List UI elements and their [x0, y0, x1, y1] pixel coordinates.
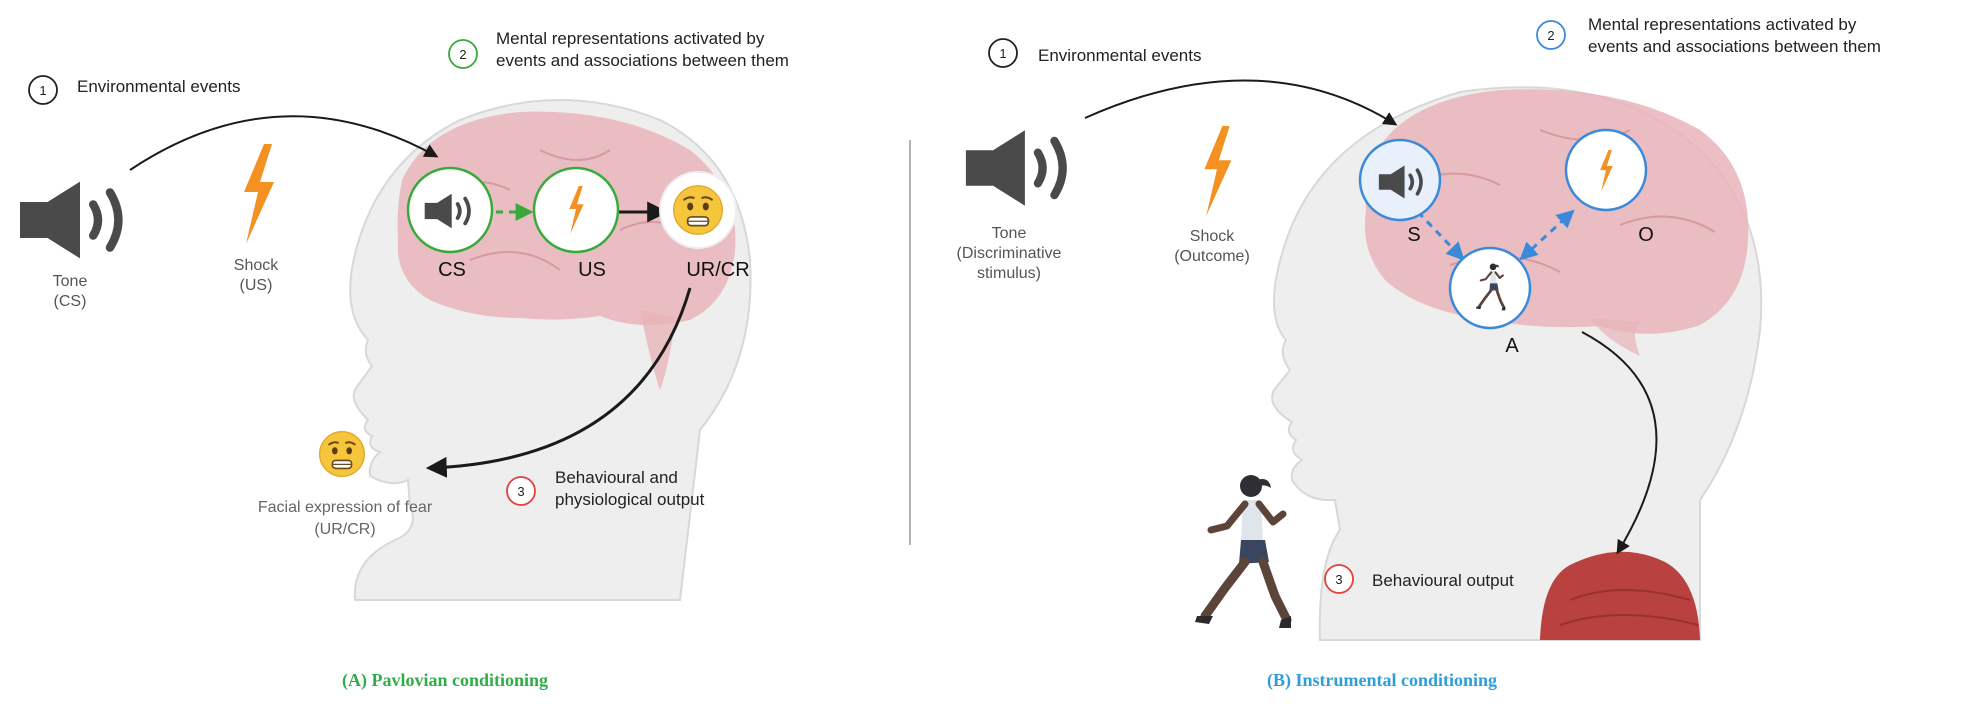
o-label: O — [1638, 224, 1654, 246]
tone-sublabel-2: stimulus) — [977, 265, 1041, 282]
step-1-label: Environmental events — [77, 77, 240, 96]
shock-label: Shock — [234, 257, 279, 274]
cerebellum — [1590, 318, 1640, 356]
step-3-number: 3 — [517, 484, 524, 499]
step-1-label: Environmental events — [1038, 46, 1201, 65]
step-2-number: 2 — [1547, 28, 1554, 43]
arrow-brain-to-face — [425, 287, 692, 478]
step-3-label-line2: physiological output — [555, 490, 705, 509]
tone-sublabel: (CS) — [54, 293, 87, 310]
tone-sublabel-1: (Discriminative — [957, 245, 1062, 262]
arrow-environment-to-brain — [1084, 79, 1398, 126]
step-3-number: 3 — [1335, 572, 1342, 587]
caption-instrumental: (B) Instrumental conditioning — [1267, 670, 1497, 691]
step-3-marker — [1324, 564, 1354, 594]
arrow-environment-to-brain — [129, 115, 439, 171]
panel-b: 1 Environmental events 2 Mental represen… — [957, 15, 1881, 691]
step-2-label-line1: Mental representations activated by — [1588, 15, 1857, 34]
speaker-icon — [20, 182, 118, 259]
step-3-label-line1: Behavioural and — [555, 468, 678, 487]
us-label: US — [578, 259, 606, 281]
lightning-bolt-icon — [1204, 126, 1232, 216]
shock-sublabel: (US) — [240, 277, 273, 294]
step-1-number: 1 — [999, 46, 1006, 61]
speaker-icon — [966, 130, 1063, 206]
runner-icon — [1195, 475, 1291, 628]
fearful-face-icon — [672, 184, 724, 236]
a-label: A — [1505, 335, 1519, 357]
step-1-marker — [988, 38, 1018, 68]
arrow-a-o-bidirectional — [1519, 209, 1575, 261]
arrow-s-to-a — [1416, 210, 1465, 261]
panel-a: 1 Environmental events 2 Mental represen… — [20, 29, 789, 691]
lightning-bolt-icon — [244, 144, 274, 244]
step-2-label-line2: events and associations between them — [496, 51, 789, 70]
urcr-label: UR/CR — [686, 259, 749, 281]
tone-label: Tone — [992, 225, 1027, 242]
step-2-marker — [1536, 20, 1566, 50]
step-3-label: Behavioural output — [1372, 571, 1514, 590]
muscle-fibres — [1559, 589, 1699, 626]
shock-label: Shock — [1190, 228, 1235, 245]
face-sublabel: (UR/CR) — [314, 521, 375, 538]
step-3-marker — [506, 476, 536, 506]
shock-sublabel: (Outcome) — [1174, 248, 1250, 265]
face-label: Facial expression of fear — [258, 499, 433, 516]
arrow-brain-to-muscle — [1581, 331, 1658, 555]
caption-pavlovian: (A) Pavlovian conditioning — [342, 670, 548, 691]
step-2-label-line1: Mental representations activated by — [496, 29, 765, 48]
tone-label: Tone — [53, 273, 88, 290]
step-2-label-line2: events and associations between them — [1588, 37, 1881, 56]
step-1-number: 1 — [39, 83, 46, 98]
cs-label: CS — [438, 259, 466, 281]
step-2-number: 2 — [459, 47, 466, 62]
brainstem — [640, 310, 676, 390]
fearful-face-icon — [318, 430, 366, 478]
s-label: S — [1407, 224, 1420, 246]
step-2-marker — [448, 39, 478, 69]
step-1-marker — [28, 75, 58, 105]
